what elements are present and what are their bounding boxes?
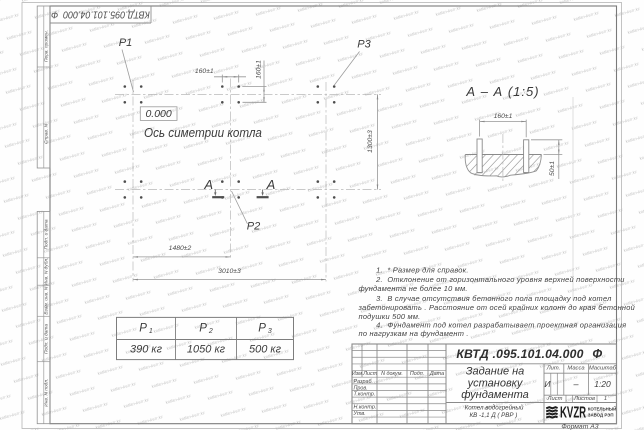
svg-text:390 кг: 390 кг [130, 344, 163, 356]
svg-text:P2: P2 [247, 221, 260, 233]
svg-text:A: A [266, 177, 276, 192]
svg-text:P1: P1 [119, 37, 132, 49]
svg-text:Н.контр.: Н.контр. [354, 405, 377, 411]
svg-text:по нагрузкам на фундамент .: по нагрузкам на фундамент . [359, 329, 469, 338]
svg-text:1050 кг: 1050 кг [187, 344, 226, 356]
svg-text:160±1: 160±1 [195, 68, 214, 75]
svg-text:Ф: Ф [592, 347, 602, 361]
svg-text:kotlan-kvzr.kz: kotlan-kvzr.kz [413, 424, 440, 430]
svg-text:50±1: 50±1 [549, 161, 556, 176]
svg-text:Задание на: Задание на [466, 365, 525, 377]
svg-text:КВ -1,1 Д ( РВР ): КВ -1,1 Д ( РВР ) [469, 412, 517, 419]
svg-text:Формат А3: Формат А3 [561, 423, 598, 430]
svg-text:3. В случае отсутствия бетонн: 3. В случае отсутствия бетонного пола пл… [376, 294, 612, 303]
svg-text:Подп. и дата: Подп. и дата [44, 324, 50, 354]
svg-text:KVZR: KVZR [560, 403, 587, 421]
svg-text:1. * Размер для справок.: 1. * Размер для справок. [376, 265, 469, 274]
svg-text:Т.контр.: Т.контр. [354, 392, 376, 398]
svg-text:Утв.: Утв. [353, 411, 366, 417]
svg-text:kotlan-kvzr.kz: kotlan-kvzr.kz [640, 94, 644, 106]
svg-text:kotlan-kvzr.kz: kotlan-kvzr.kz [638, 203, 644, 215]
svg-text:kotlan-kvzr.kz: kotlan-kvzr.kz [275, 419, 302, 430]
svg-text:kotlan-kvzr.kz: kotlan-kvzr.kz [159, 0, 186, 8]
svg-text:Инв. N дубл.: Инв. N дубл. [44, 258, 50, 286]
svg-text:kotlan-kvzr.kz: kotlan-kvzr.kz [455, 420, 482, 430]
svg-text:Подп. и дата: Подп. и дата [44, 219, 50, 249]
svg-text:kotlan-kvzr.kz: kotlan-kvzr.kz [338, 0, 365, 9]
svg-text:Масштаб: Масштаб [589, 365, 617, 371]
svg-text:установку: установку [467, 377, 524, 389]
svg-text:kotlan-kvzr.kz: kotlan-kvzr.kz [635, 366, 644, 378]
svg-text:Перв. примен.: Перв. примен. [44, 30, 50, 62]
svg-text:Лист: Лист [547, 396, 563, 402]
svg-text:Лит.: Лит. [546, 365, 561, 371]
svg-text:фундамента: фундамента [461, 389, 529, 401]
svg-text:N докум.: N докум. [381, 371, 403, 377]
svg-text:1480±2: 1480±2 [169, 245, 192, 252]
svg-text:Листов: Листов [573, 396, 595, 402]
svg-text:kotlan-kvzr.kz: kotlan-kvzr.kz [233, 423, 260, 430]
svg-text:Дата: Дата [429, 371, 444, 377]
svg-text:забетонировать . Расстояние от: забетонировать . Расстояние от осей край… [358, 303, 635, 312]
svg-text:A: A [203, 177, 213, 192]
svg-text:Масса: Масса [567, 365, 585, 371]
svg-text:Пров.: Пров. [354, 385, 368, 391]
svg-text:160±1: 160±1 [494, 113, 513, 120]
svg-text:kotlan-kvzr.kz: kotlan-kvzr.kz [637, 257, 644, 269]
svg-text:kotlan-kvzr.kz: kotlan-kvzr.kz [517, 0, 544, 9]
svg-text:А – А (1:5): А – А (1:5) [465, 84, 539, 99]
svg-text:4. Фундамент под котел разраб: 4. Фундамент под котел разрабатывает про… [376, 321, 626, 330]
svg-text:kotlan-kvzr.kz: kotlan-kvzr.kz [593, 425, 620, 430]
svg-text:Справ. N: Справ. N [44, 123, 50, 144]
svg-text:160±1: 160±1 [256, 60, 263, 79]
svg-text:kotlan-kvzr.kz: kotlan-kvzr.kz [636, 312, 644, 324]
svg-text:1: 1 [604, 396, 607, 402]
svg-text:0.000: 0.000 [145, 108, 171, 120]
svg-text:P3: P3 [357, 38, 371, 50]
svg-text:Подп.: Подп. [410, 371, 424, 377]
svg-text:Взам. инв. N: Взам. инв. N [44, 286, 50, 314]
svg-text:фундамента не более 10 мм.: фундамента не более 10 мм. [359, 284, 468, 293]
svg-text:подушки 500 мм.: подушки 500 мм. [359, 312, 421, 321]
svg-text:3010±3: 3010±3 [218, 268, 241, 275]
svg-text:kotlan-kvzr.kz: kotlan-kvzr.kz [641, 40, 644, 52]
svg-text:1300±3: 1300±3 [367, 130, 374, 153]
svg-text:Ось симетрии котла: Ось симетрии котла [144, 126, 262, 140]
svg-text:500 кг: 500 кг [249, 344, 282, 356]
svg-text:ЗАВОД РЭП: ЗАВОД РЭП [588, 412, 614, 417]
svg-text:kotlan-kvzr.kz: kotlan-kvzr.kz [54, 422, 81, 430]
svg-text:КВТД.095.101.04.000 Ф: КВТД.095.101.04.000 Ф [51, 9, 150, 21]
svg-text:Разраб.: Разраб. [354, 379, 374, 385]
svg-text:kotlan-kvzr.kz: kotlan-kvzr.kz [639, 149, 644, 161]
svg-text:Котел водогрейный: Котел водогрейный [465, 404, 524, 411]
svg-text:2. Отклонение от горизонтальн: 2. Отклонение от горизонтального уровня … [375, 275, 624, 284]
svg-text:КОТЕЛЬНЫЙ: КОТЕЛЬНЫЙ [588, 407, 617, 412]
svg-text:1:20: 1:20 [594, 379, 611, 389]
svg-text:И: И [544, 379, 551, 389]
svg-text:Изм.Лист: Изм.Лист [352, 371, 378, 377]
svg-text:Инв. N подл.: Инв. N подл. [44, 379, 50, 407]
svg-text:–: – [572, 379, 579, 389]
svg-text:КВТД .095.101.04.000: КВТД .095.101.04.000 [456, 347, 583, 361]
